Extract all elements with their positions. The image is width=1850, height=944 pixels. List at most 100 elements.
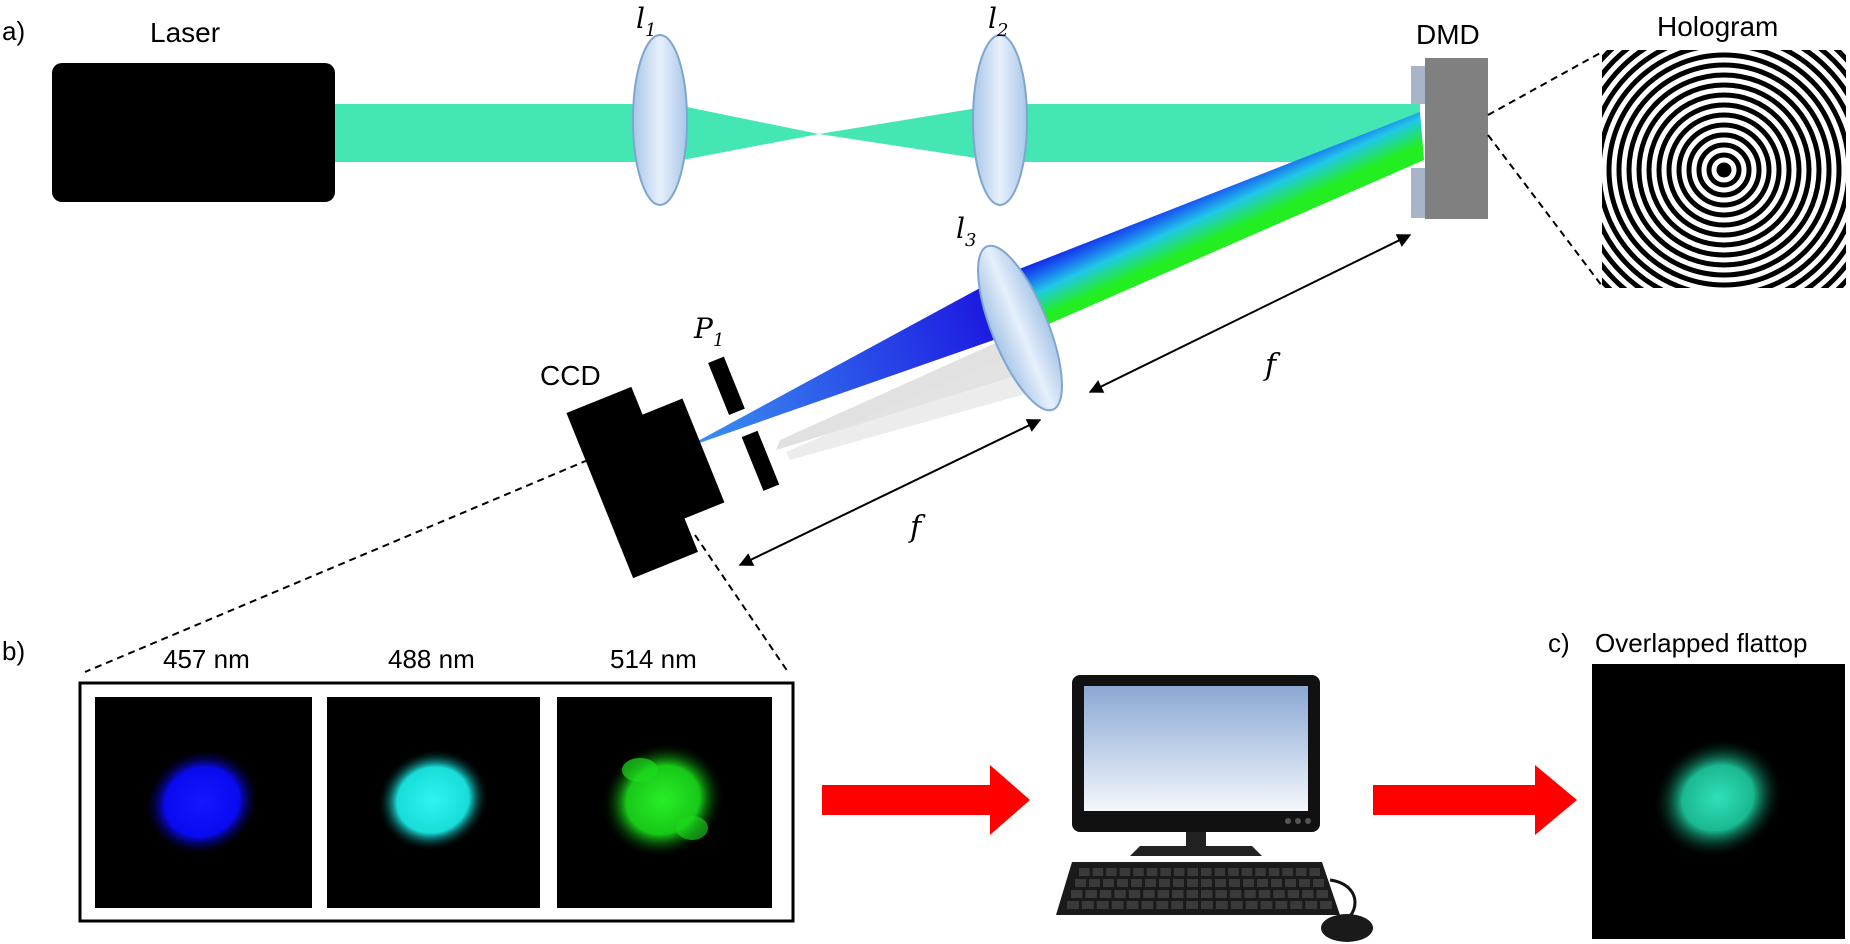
slit-p1-top [708,356,745,415]
keyboard-key [1214,868,1226,876]
hologram-ring [1661,107,1787,233]
keyboard-key [1302,890,1314,898]
lens-l2-label: l2 [988,2,1008,41]
keyboard-key [1171,901,1184,909]
dmd-mirror-bottom [1411,168,1425,218]
laser-label: Laser [150,17,220,48]
hologram-center [1718,164,1730,176]
keyboard-key [1081,901,1094,909]
keyboard-key [1131,879,1142,887]
hologram-ring [1711,157,1737,183]
keyboard-key [1230,901,1243,909]
spot-label-488: 488 nm [388,644,475,674]
spot-tile-488 [327,697,540,908]
keyboard-key [1085,890,1097,898]
keyboard-key [1260,901,1273,909]
keyboard-key [1114,890,1126,898]
keyboard-key [1287,890,1300,898]
keyboard-key [1271,879,1282,887]
keyboard-key [1146,868,1158,876]
keyboard-key [1201,879,1212,887]
keyboard-key [1143,890,1155,898]
keyboard-key [1128,890,1141,898]
keyboard-key [1141,901,1154,909]
spot-tile-457 [95,697,312,908]
keyboard-key [1257,879,1268,887]
ccd-label: CCD [540,360,601,391]
keyboard-key [1309,868,1320,876]
keyboard-key [1160,868,1171,876]
zoom-line-holo-bottom [1487,134,1603,287]
keyboard-key [1201,901,1213,909]
hologram-image [1602,50,1846,288]
keyboard-key [1172,890,1184,898]
keyboard-key [1106,868,1117,876]
dmd-body [1425,58,1488,219]
keyboard-key [1215,890,1227,898]
hologram-ring [1602,50,1846,288]
distance-label-lower: f [908,510,926,545]
keyboard-key [1255,868,1266,876]
hologram-ring [1611,57,1837,283]
lens-l2 [972,34,1028,206]
distance-arrow-lower [738,419,1042,566]
keyboard-key [1186,890,1198,898]
keyboard-key [1126,901,1139,909]
beam-input [334,104,646,162]
keyboard-key [1117,879,1128,887]
keyboard-key [1156,901,1169,909]
keyboard-key [1145,879,1156,887]
hologram-label: Hologram [1657,11,1778,42]
keyboard-key [1187,868,1198,876]
keyboard-key [1229,890,1242,898]
panel-label-a: a) [2,16,25,46]
dmd-label: DMD [1416,19,1480,50]
lens-l1-label: l1 [636,2,656,41]
laser-body [52,63,335,202]
hologram-ring [1691,137,1757,203]
keyboard-key [1228,868,1239,876]
keyboard-key [1268,868,1280,876]
hologram-ring [1641,87,1807,253]
zoom-line-ccd-left [84,459,589,673]
keyboard-key [1244,890,1256,898]
beam-expand [819,104,1002,162]
hologram-ring [1631,77,1817,263]
zoom-line-holo-top [1487,51,1603,116]
keyboard-key [1157,890,1170,898]
slit-p1-bottom [741,430,780,491]
keyboard-key [1111,901,1124,909]
keyboard-key [1092,868,1104,876]
distance-label-upper: f [1263,348,1281,383]
beam-converging [685,275,1028,448]
keyboard-key [1099,890,1112,898]
keyboard-key [1295,868,1307,876]
red-arrow-to-result [1373,765,1577,835]
overlap-title: Overlapped flattop [1595,628,1807,658]
overlapped-spot-tile [1592,664,1845,939]
beam-focus [672,104,819,162]
keyboard-key [1187,879,1198,887]
keyboard-key [1089,879,1100,887]
red-arrow-to-computer [822,765,1030,835]
keyboard-key [1079,868,1090,876]
keyboard-key [1316,890,1328,898]
keyboard-key [1273,890,1285,898]
keyboard-key [1282,868,1293,876]
slit-p1-label: P1 [693,312,724,351]
keyboard-key [1159,879,1170,887]
keyboard-key [1243,879,1254,887]
keyboard-key [1215,879,1226,887]
distance-arrow-upper [1088,234,1412,393]
keyboard-key [1320,901,1332,909]
spot-tile-514 [557,697,772,908]
hologram-ring [1671,117,1777,223]
hologram-ring [1701,147,1747,193]
keyboard-key [1258,890,1271,898]
dmd-mirror-top [1411,66,1425,104]
keyboard-key [1285,879,1296,887]
keyboard-key [1215,901,1228,909]
keyboard-key [1305,901,1318,909]
keyboard-key [1201,890,1213,898]
